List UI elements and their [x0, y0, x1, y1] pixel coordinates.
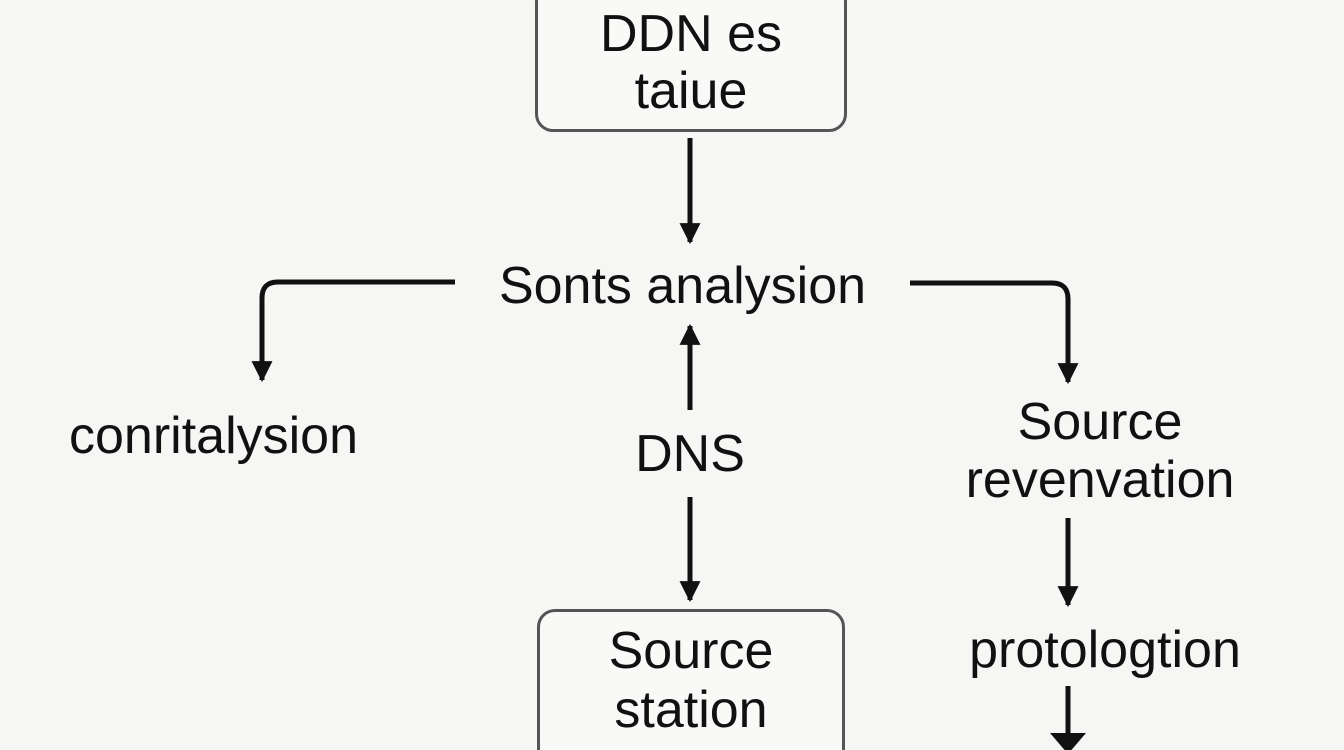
node-source-station-line1: Source [608, 622, 774, 680]
node-source-revenvation-line1: Source [1017, 393, 1183, 451]
node-source-revenvation-line2: revenvation [965, 451, 1235, 509]
node-analysis-label: Sonts analysion [498, 257, 867, 315]
arrowhead-offscreen-bottom [1050, 733, 1086, 750]
node-top-line1: DDN es [599, 5, 783, 63]
edge-analysis-to-source-revenvation [910, 280, 1079, 385]
node-top-box [535, 0, 847, 132]
edge-analysis-to-left [251, 279, 455, 383]
node-top-line2: taiue [634, 62, 748, 120]
node-protologtion-label: protologtion [969, 621, 1241, 679]
node-source-station-line2: station [614, 681, 768, 739]
node-left-label: conritalysion [69, 407, 359, 465]
node-source-station-box [537, 609, 845, 750]
node-dns-label: DNS [635, 425, 745, 483]
